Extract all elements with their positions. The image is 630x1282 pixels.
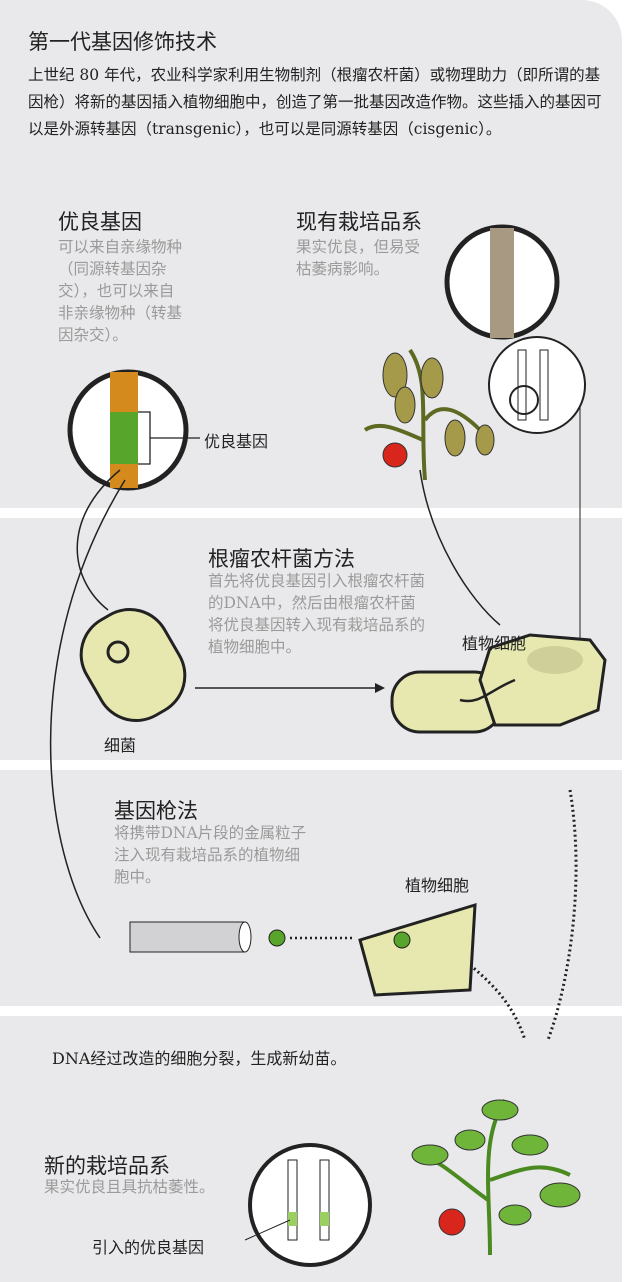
gun-plant-cell-label: 植物细胞 <box>405 876 470 895</box>
gene-gun <box>129 902 477 997</box>
existing-line-desc: 果实优良，但易受枯萎病影响。 <box>296 238 421 278</box>
gun-heading: 基因枪法 <box>114 799 198 823</box>
existing-line-magnifier <box>444 224 586 650</box>
existing-line-heading: 现有栽培品系 <box>296 210 422 234</box>
agro-heading: 根瘤农杆菌方法 <box>208 547 355 571</box>
agro-plant-cell-label: 植物细胞 <box>462 634 527 653</box>
page-title: 第一代基因修饰技术 <box>28 30 217 54</box>
new-chromosomes <box>244 1143 372 1267</box>
wilted-tomato-plant <box>363 348 495 481</box>
new-line-heading: 新的栽培品系 <box>44 1154 170 1178</box>
good-gene-heading: 优良基因 <box>58 210 142 234</box>
good-gene-desc: 可以来自亲缘物种（同源转基因杂交），也可以来自非亲缘物种（转基因杂交）。 <box>58 238 183 344</box>
good-gene-magnifier <box>67 369 200 491</box>
cell-division-text: DNA经过改造的细胞分裂，生成新幼苗。 <box>52 1049 347 1068</box>
bacterium-cell <box>79 608 187 722</box>
introduced-gene-callout: 引入的优良基因 <box>92 1238 205 1257</box>
new-line-desc: 果实优良且具抗枯萎性。 <box>44 1178 215 1196</box>
bacteria-label: 细菌 <box>104 736 137 755</box>
panel-gene-gun <box>0 770 622 1006</box>
agro-desc: 首先将优良基因引入根瘤农杆菌的DNA中，然后由根瘤农杆菌将优良基因转入现有栽培品… <box>208 572 426 656</box>
agro-plant-cell <box>390 633 607 734</box>
good-gene-callout: 优良基因 <box>204 432 269 451</box>
intro-text: 上世纪 80 年代，农业科学家利用生物制剂（根瘤农杆菌）或物理助力（即所谓的基因… <box>28 66 602 138</box>
gun-desc: 将携带DNA片段的金属粒子注入现有栽培品系的植物细胞中。 <box>114 824 307 886</box>
healthy-tomato-plant <box>411 1098 581 1256</box>
